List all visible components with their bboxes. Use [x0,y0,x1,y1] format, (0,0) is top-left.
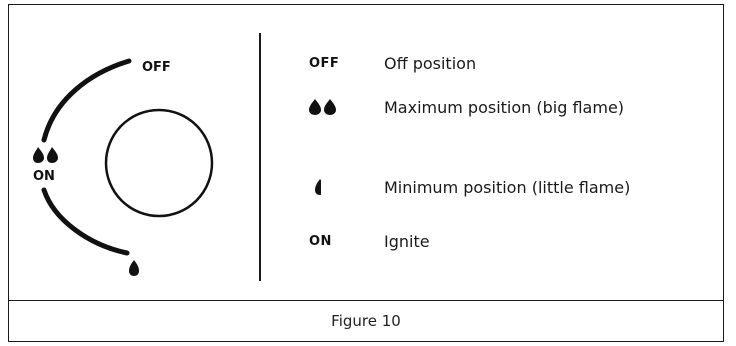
figure-content: OFF ON OFF Off position [9,5,723,301]
legend-row-on: ON Ignite [309,225,430,257]
big-flame-icon [309,91,354,123]
legend-row-max: Maximum position (big flame) [309,91,624,123]
vertical-divider [259,33,261,281]
figure-frame: OFF ON OFF Off position [8,4,724,342]
legend-desc-max: Maximum position (big flame) [384,97,625,117]
small-flame-icon [129,260,139,276]
upper-arc [41,58,132,143]
legend-row-min: Minimum position (little flame) [309,171,630,203]
dial-on-label: ON [33,169,55,184]
legend-symbol-on: ON [309,233,332,249]
knob-circle [104,108,214,218]
legend-row-off: OFF Off position [309,47,476,79]
legend-desc-off: Off position [384,53,477,73]
legend-desc-min: Minimum position (little flame) [384,177,631,197]
knob-diagram: OFF ON [33,58,214,276]
small-flame-icon [309,171,354,203]
figure-caption: Figure 10 [331,312,401,330]
legend: OFF Off position Maximum position (big f… [309,5,709,300]
big-flame-icon [33,147,58,163]
dial-off-label: OFF [142,60,171,75]
legend-symbol-off: OFF [309,55,340,71]
lower-arc [41,187,130,256]
legend-desc-on: Ignite [384,231,430,251]
